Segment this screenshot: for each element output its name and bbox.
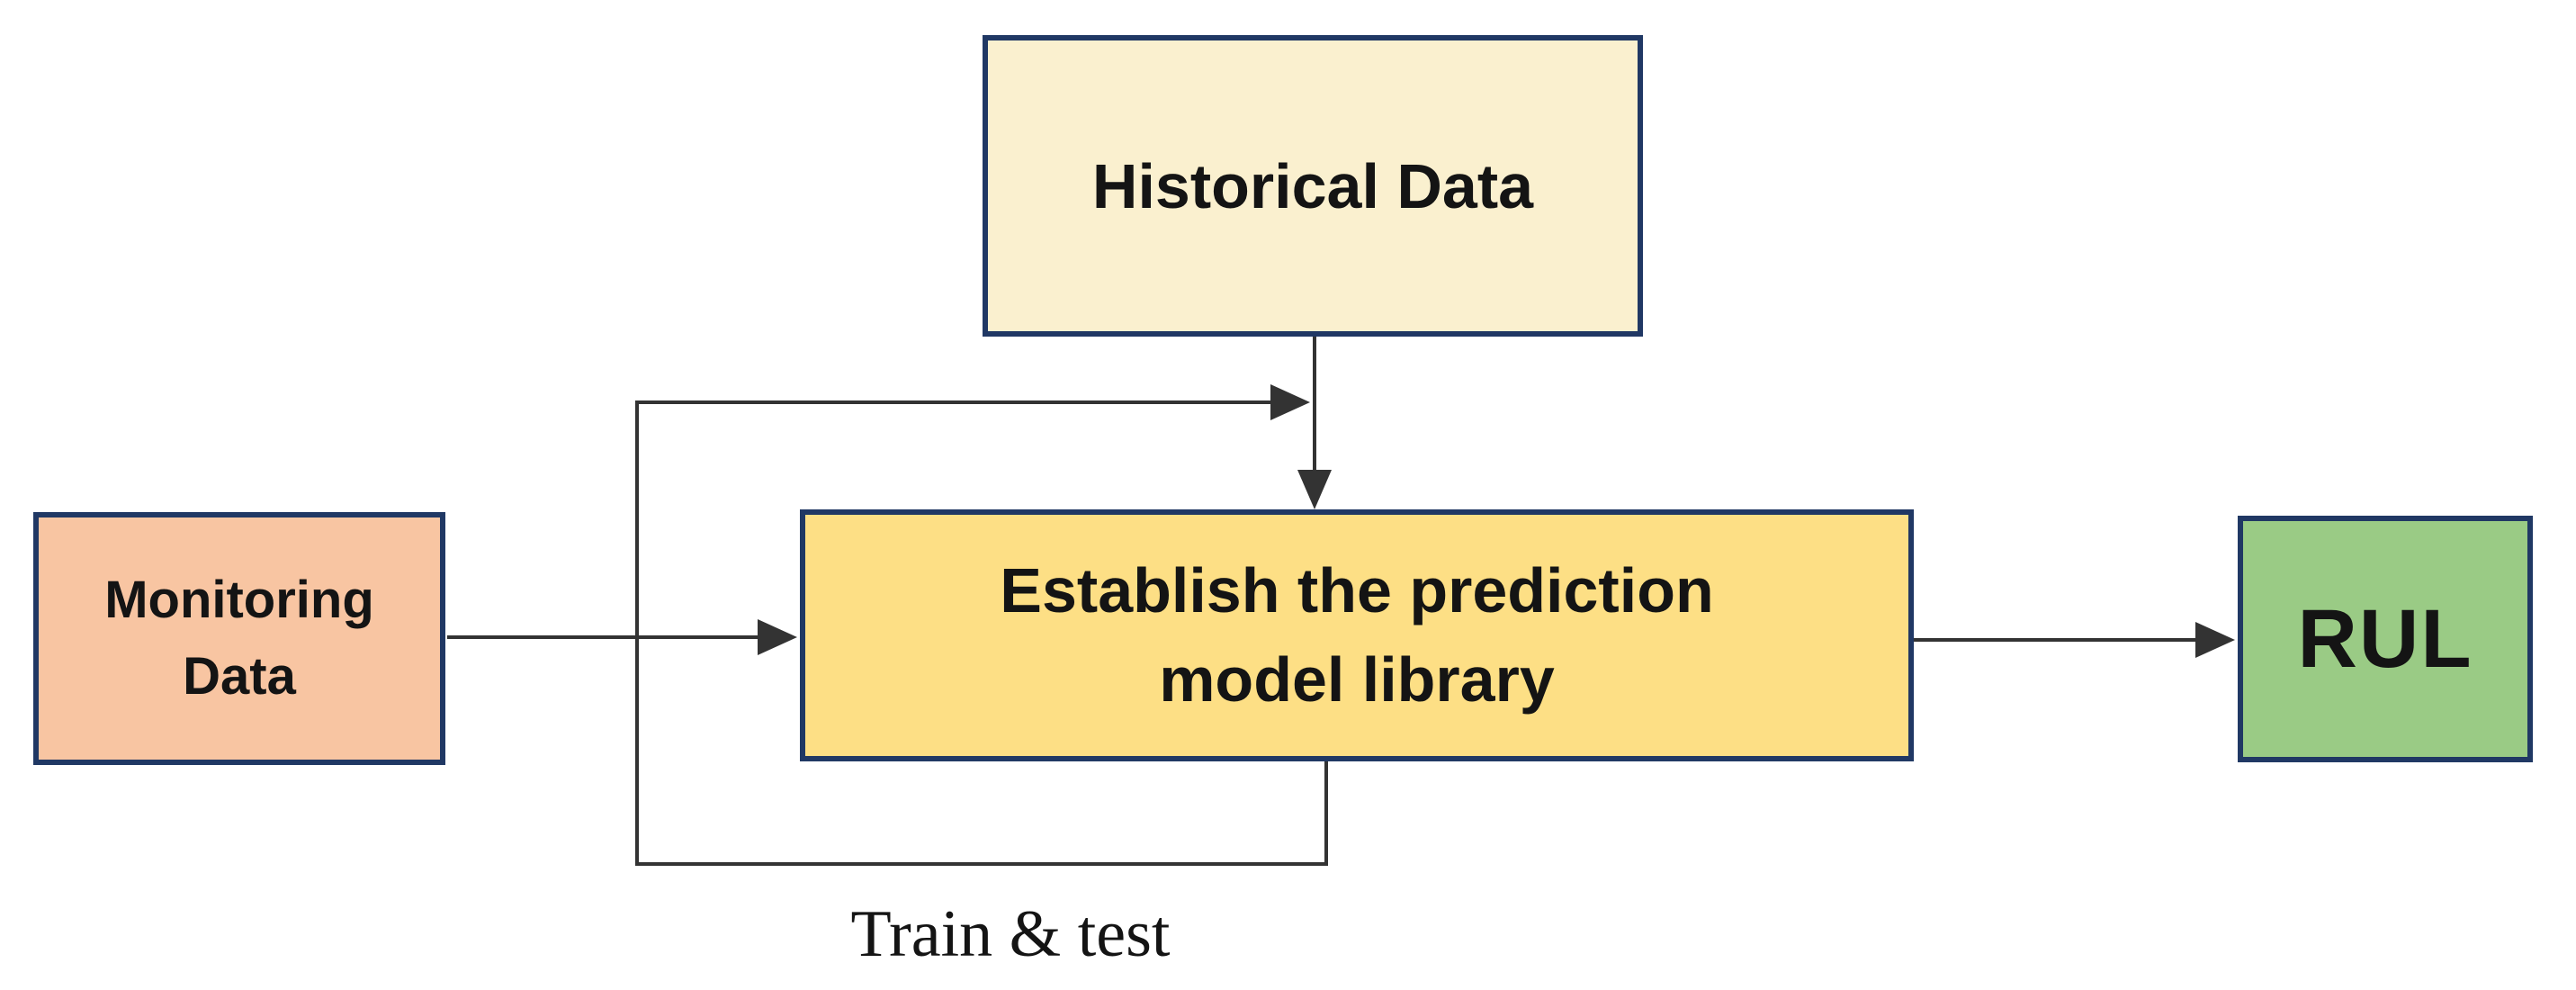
arrowhead-right-icon	[758, 619, 797, 655]
arrowhead-down-icon	[1297, 470, 1332, 509]
node-prediction-model-library-label: Establish the prediction model library	[1000, 554, 1714, 715]
node-rul: RUL	[2238, 516, 2533, 762]
train-test-label: Train & test	[850, 897, 1171, 971]
node-historical-data-label: Historical Data	[1091, 150, 1534, 221]
node-prediction-model-library: Establish the prediction model library	[800, 509, 1914, 761]
node-historical-data: Historical Data	[983, 35, 1643, 337]
arrowhead-right-icon	[2195, 622, 2235, 658]
node-rul-label: RUL	[2297, 592, 2473, 685]
node-monitoring-data-label: Monitoring Data	[104, 571, 374, 706]
arrowhead-right-icon	[1270, 384, 1310, 420]
node-monitoring-data: Monitoring Data	[33, 512, 445, 765]
edge-train-test-loop	[635, 400, 1328, 866]
